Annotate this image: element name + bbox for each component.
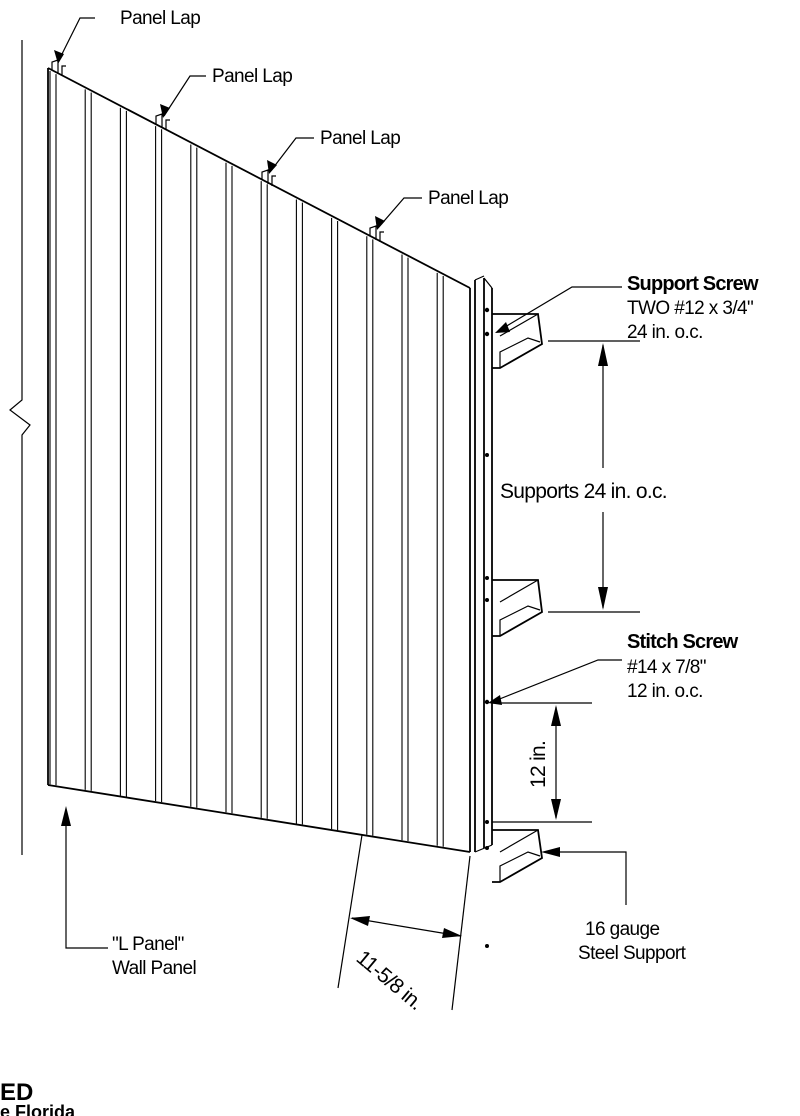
panel-lap-label-3: Panel Lap <box>320 128 400 149</box>
steel-support-line2: Steel Support <box>578 943 687 964</box>
steel-support-middle <box>492 579 543 637</box>
panel-lap-2 <box>155 113 170 130</box>
panel-lap-callout-3: Panel Lap <box>267 128 401 174</box>
screw-points <box>484 307 490 948</box>
panel-lap-flanges <box>51 59 384 242</box>
panel-lap-callout-4: Panel Lap <box>375 188 509 230</box>
steel-support-callout: 16 gauge Steel Support <box>541 847 687 964</box>
panel-lap-4 <box>369 225 384 242</box>
stitch-dimension-label: 12 in. <box>527 741 550 788</box>
footer-line1: ED <box>0 1079 33 1106</box>
steel-support-bottom <box>492 829 543 883</box>
wall-panel-line1: "L Panel" <box>112 934 184 955</box>
break-line <box>9 40 31 855</box>
panel-lap-callout-1: Panel Lap <box>54 8 201 64</box>
steel-support-top <box>492 313 543 369</box>
panel-lap-label-2: Panel Lap <box>212 66 292 87</box>
stitch-screw-spacing: 12 in. o.c. <box>627 681 703 702</box>
wall-panel-sheet <box>47 67 471 853</box>
support-screw-spec: TWO #12 x 3/4" <box>627 298 753 319</box>
panel-ribs <box>49 71 444 847</box>
stitch-screw-spec: #14 x 7/8" <box>627 657 706 678</box>
footer-title: ED e Florida <box>0 1079 76 1116</box>
stitch-screw-callout: Stitch Screw #14 x 7/8" 12 in. o.c. <box>488 631 739 705</box>
supports-dimension-label: Supports 24 in. o.c. <box>500 480 667 503</box>
steel-support-line1: 16 gauge <box>585 919 659 940</box>
width-dimension: 11-5/8 in. <box>337 834 471 1015</box>
supports-dimension: Supports 24 in. o.c. <box>500 340 668 613</box>
panel-lap-3 <box>261 169 276 186</box>
support-screw-title: Support Screw <box>627 273 759 295</box>
panel-lap-label-4: Panel Lap <box>428 188 508 209</box>
right-panel-flange <box>474 275 493 853</box>
width-dimension-label: 11-5/8 in. <box>352 946 427 1014</box>
footer-line2: e Florida <box>0 1102 76 1116</box>
wall-panel-line2: Wall Panel <box>112 958 196 979</box>
stitch-dimension: 12 in. <box>492 702 592 823</box>
support-screw-spacing: 24 in. o.c. <box>627 322 703 343</box>
panel-lap-callout-2: Panel Lap <box>160 66 293 118</box>
support-screw-callout: Support Screw TWO #12 x 3/4" 24 in. o.c. <box>495 273 760 343</box>
panel-lap-label-1: Panel Lap <box>120 8 200 29</box>
panel-lap-1 <box>51 59 66 75</box>
stitch-screw-title: Stitch Screw <box>627 631 739 653</box>
l-panel-callout: "L Panel" Wall Panel <box>61 806 197 979</box>
